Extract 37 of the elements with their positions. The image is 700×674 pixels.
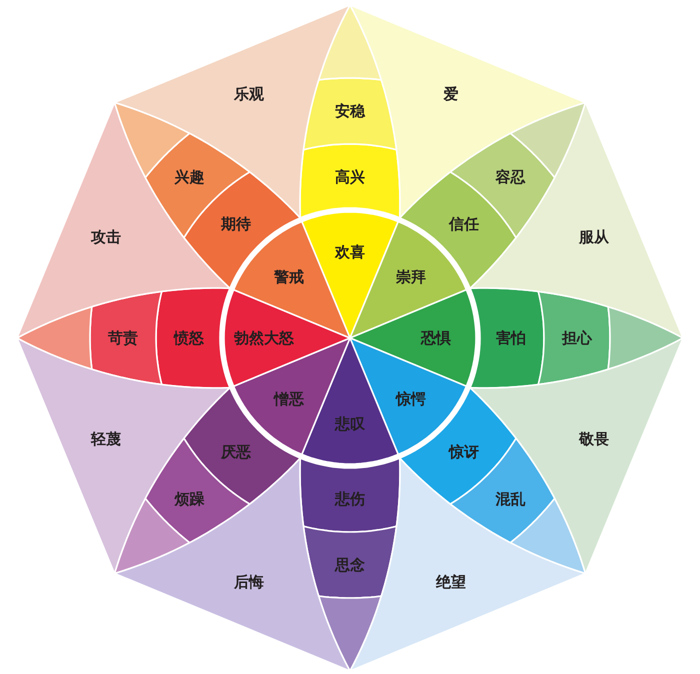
blend-label: 绝望 [436,572,466,591]
petal-tip [607,305,684,371]
emotion-label: 愤怒 [174,329,204,347]
emotion-label: 厌恶 [221,442,252,461]
emotion-label: 惊讶 [448,442,479,461]
blend-label: 爱 [444,85,459,104]
emotion-label: 悲伤 [335,490,365,508]
emotion-label: 思念 [335,556,365,574]
emotion-label: 信任 [448,215,479,234]
emotion-label: 容忍 [496,168,526,186]
blend-label: 轻蔑 [91,430,122,448]
emotion-label: 害怕 [496,329,526,347]
petal-band [537,290,611,386]
blend-label: 攻击 [91,228,122,246]
emotion-label: 勃然大怒 [234,329,294,347]
emotion-label: 担心 [562,329,592,347]
emotion-label: 期待 [221,215,252,234]
petal-band [469,287,545,389]
emotion-label: 欢喜 [335,243,365,261]
petal-band [299,457,401,533]
emotion-label: 苛责 [108,329,138,347]
emotion-label: 惊愕 [396,390,426,408]
emotion-label: 安稳 [335,102,365,120]
emotion-label: 烦躁 [174,490,204,508]
emotion-label: 混乱 [496,490,526,508]
emotion-label: 崇拜 [396,268,426,286]
emotion-label: 悲叹 [335,415,365,433]
emotion-label: 高兴 [335,168,365,186]
blend-label: 敬畏 [578,430,609,448]
emotion-label: 警戒 [274,268,304,286]
emotion-label: 兴趣 [174,168,204,186]
blend-label: 乐观 [234,85,264,104]
emotion-sector [349,288,477,388]
emotion-label: 憎恶 [274,390,304,408]
emotion-label: 恐惧 [421,329,451,347]
blend-label: 服从 [578,228,609,246]
blend-label: 后悔 [234,572,264,591]
